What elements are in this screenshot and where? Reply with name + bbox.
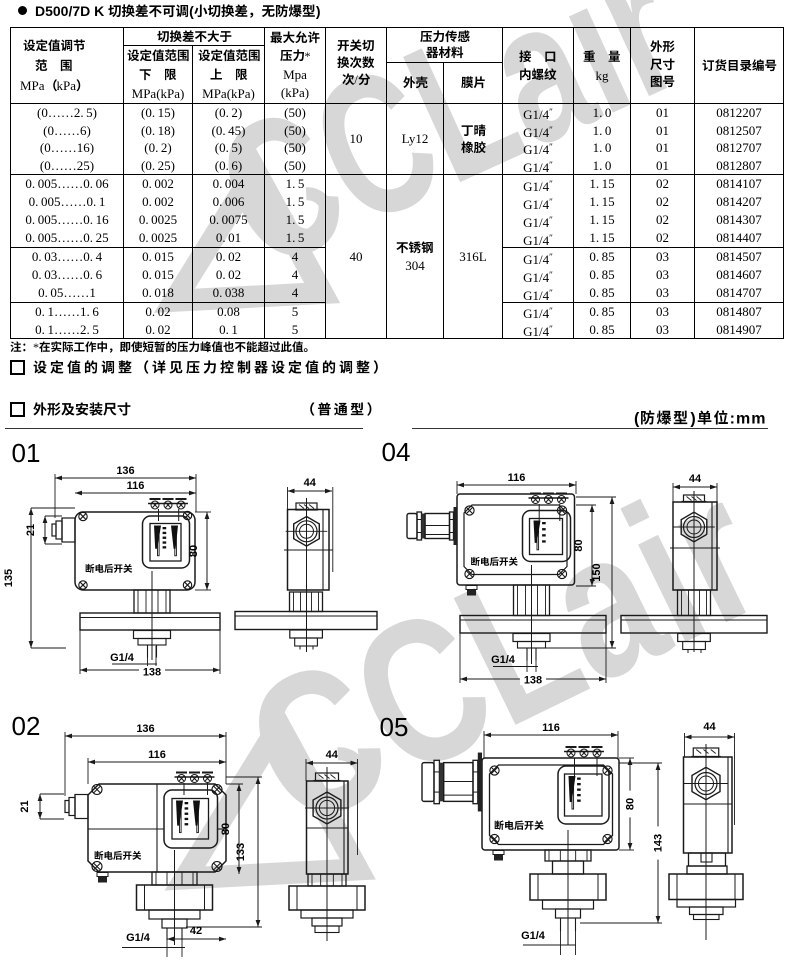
svg-text:44: 44 (703, 721, 716, 733)
svg-text:44: 44 (326, 749, 339, 761)
svg-text:143: 143 (653, 834, 665, 852)
svg-text:42: 42 (190, 925, 202, 937)
svg-text:80: 80 (573, 539, 585, 551)
svg-text:80: 80 (188, 545, 200, 557)
svg-text:02: 02 (12, 711, 41, 741)
svg-text:116: 116 (542, 722, 560, 734)
svg-text:80: 80 (625, 798, 637, 810)
svg-text:138: 138 (524, 675, 542, 687)
svg-text:116: 116 (127, 480, 145, 492)
svg-text:116: 116 (508, 472, 526, 484)
svg-text:44: 44 (689, 473, 702, 485)
svg-text:G1/4: G1/4 (110, 652, 135, 664)
svg-text:133: 133 (235, 843, 247, 861)
svg-text:136: 136 (136, 723, 154, 735)
svg-text:05: 05 (380, 712, 409, 742)
svg-text:116: 116 (148, 749, 166, 761)
svg-text:135: 135 (3, 569, 15, 587)
svg-text:136: 136 (116, 465, 134, 477)
svg-text:44: 44 (304, 477, 317, 489)
svg-text:21: 21 (19, 800, 31, 812)
svg-text:G1/4: G1/4 (521, 930, 546, 942)
svg-text:138: 138 (143, 667, 161, 679)
svg-text:04: 04 (382, 437, 411, 467)
svg-text:01: 01 (12, 438, 41, 468)
svg-text:G1/4: G1/4 (491, 654, 516, 666)
svg-text:80: 80 (220, 823, 232, 835)
svg-text:150: 150 (591, 563, 603, 581)
svg-text:G1/4: G1/4 (126, 932, 151, 944)
